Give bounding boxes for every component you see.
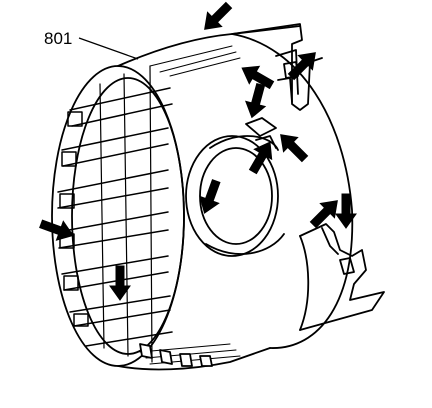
drum-bottom-edge (117, 347, 271, 371)
hub-clip (245, 117, 277, 137)
callout-number-801: 801 (44, 29, 72, 48)
hub-bottom-lip (205, 233, 285, 255)
lower-bracket (299, 223, 385, 331)
clutch-housing-drum-icon (51, 23, 385, 371)
lower-bracket-notch (339, 257, 355, 275)
top-flange-inner (275, 49, 299, 95)
inspection-arrow-icon (248, 141, 273, 175)
inspection-arrow-icon (241, 65, 275, 90)
top-flange-slot (277, 77, 293, 103)
inspection-arrow-icon (204, 1, 233, 30)
inspection-arrow-icon (39, 219, 74, 241)
lower-bracket-inner (321, 227, 339, 255)
inspection-arrow-icon (199, 179, 221, 214)
top-flange (231, 23, 323, 111)
inspection-arrow-icon (280, 134, 309, 163)
inspection-arrow-icon (287, 52, 316, 81)
inspection-arrow-icon (109, 265, 131, 301)
drum-top-edge (117, 25, 301, 67)
inspection-arrow-icon (335, 193, 357, 229)
inspection-arrow-icon (245, 82, 267, 119)
lower-bracket-face (299, 235, 310, 331)
bottom-tabs (139, 343, 213, 367)
inspection-arrows (39, 1, 357, 301)
callout-leader-line (78, 37, 139, 60)
inspection-arrow-icon (309, 200, 338, 229)
hub-clip-edge (255, 135, 277, 149)
drum-rear-face (231, 33, 354, 349)
